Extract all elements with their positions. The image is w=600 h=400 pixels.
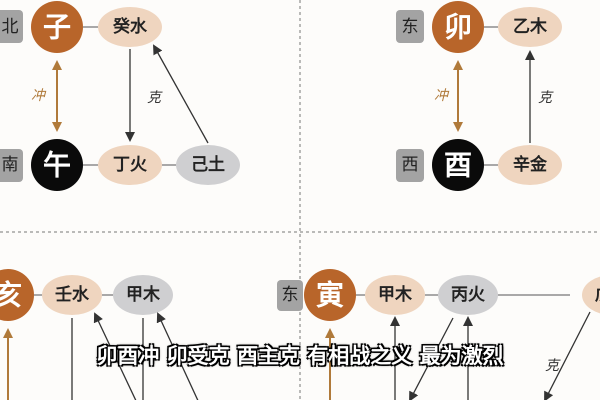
branch-mao-label: 卯 [444,11,472,44]
stem-jia-wood-label: 甲木 [378,284,413,305]
stem-bing-fire [438,275,498,315]
stem-ding-fire [98,145,162,185]
control-arrow-diagonal [153,44,209,144]
direction-west: 西 [402,155,419,175]
direction-east: 东 [282,285,299,305]
stem-xin-metal [498,145,562,185]
branch-yin-label: 寅 [316,279,344,312]
control-label: 克 [538,90,554,106]
stem-wu-earth-label: 戊土 [595,284,600,305]
control-label: 克 [545,358,561,374]
stem-gui-water [98,7,162,47]
panel-bottom-left: 亥 壬水 甲木 [0,269,199,400]
stem-ding-fire-label: 丁火 [113,155,148,175]
direction-south: 南 [2,155,19,175]
stem-ren-water-label: 壬水 [55,284,90,305]
clash-label: 冲 [31,88,47,104]
stem-ji-earth-label: 己土 [191,154,225,175]
direction-box-north [0,10,23,43]
direction-box-west [396,149,424,182]
branch-zi [31,1,83,53]
branch-zi-label: 子 [43,11,71,44]
branch-hai [0,269,34,321]
direction-box-south [0,149,23,182]
stem-jia-wood [113,275,173,315]
direction-north: 北 [2,17,19,37]
direction-box-east [277,280,303,311]
stem-ren-water [42,275,102,315]
direction-east: 东 [402,17,419,37]
stem-bing-fire-label: 丙火 [451,285,486,305]
clash-label: 冲 [434,88,450,104]
direction-box-east [396,10,424,43]
branch-yin [304,269,356,321]
control-label: 克 [147,90,163,106]
branch-hai-label: 亥 [0,279,22,312]
panel-top-left: 北 子 癸水 南 午 丁火 己土 冲 克 [0,1,240,191]
control-arrow-diagonal [409,317,454,400]
branch-you-label: 酉 [444,149,472,182]
stem-jia-wood [365,275,425,315]
stem-yi-wood [498,7,562,47]
panel-bottom-right: 东 寅 甲木 丙火 戊土 克 [277,269,600,400]
branch-mao [432,1,484,53]
control-arrow-diagonal [156,312,199,400]
branch-wu [31,139,83,191]
video-subtitle: 卯酉冲 卯受克 酉主克 有相战之义 最为激烈 [96,344,504,368]
stem-jia-wood-label: 甲木 [126,284,161,305]
branch-you [432,139,484,191]
stem-ji-earth [176,145,240,185]
branch-wu-label: 午 [43,149,71,182]
control-arrow-diagonal [544,311,591,400]
control-arrow-diagonal [93,312,137,400]
panel-top-right: 东 卯 乙木 西 酉 辛金 冲 克 [396,1,562,191]
stem-gui-water-label: 癸水 [112,16,148,37]
stem-yi-wood-label: 乙木 [513,16,548,37]
stem-xin-metal-label: 辛金 [513,154,548,175]
stem-wu-earth [582,276,600,314]
